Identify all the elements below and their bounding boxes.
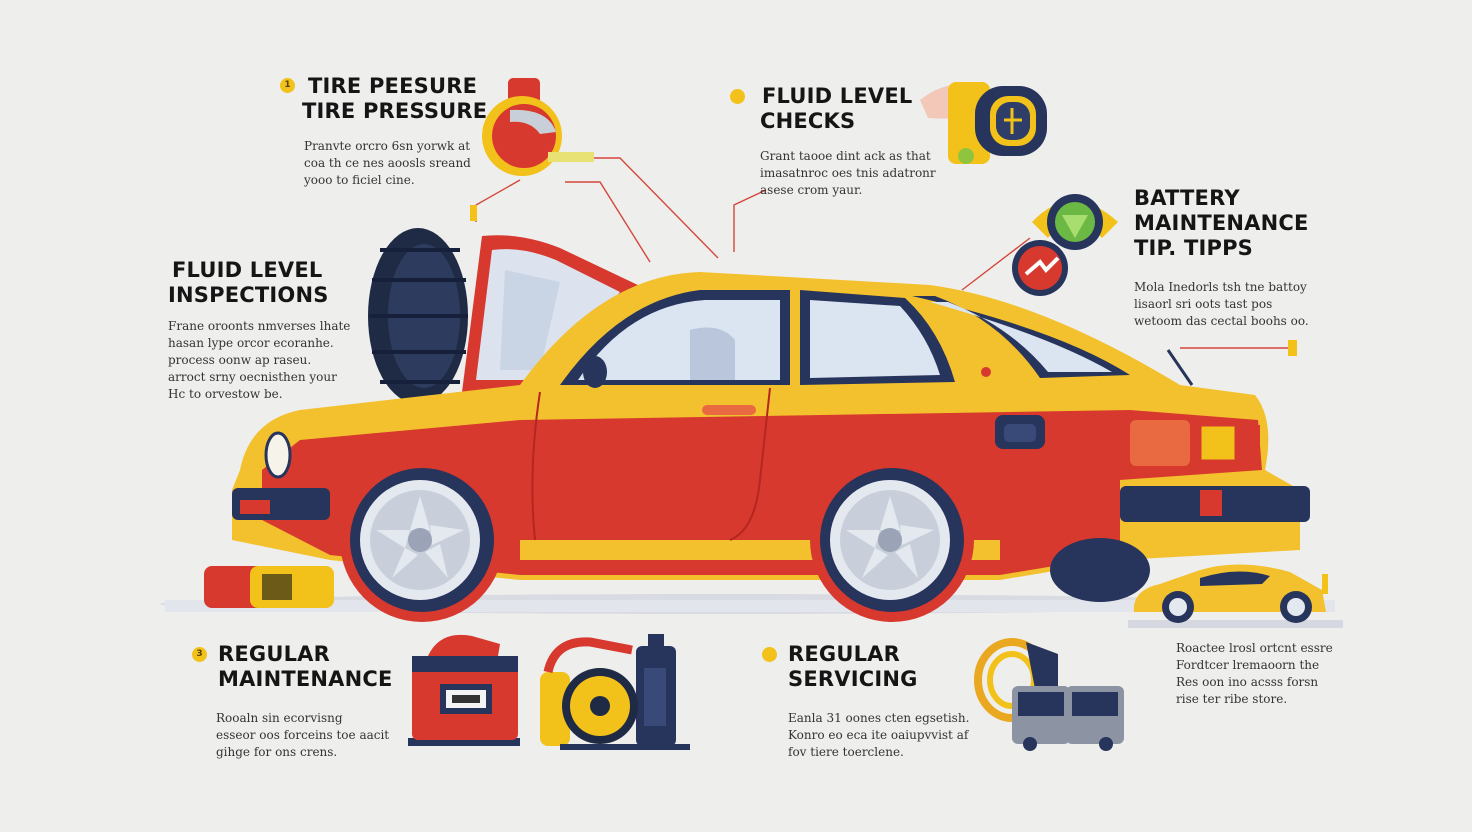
section-title: TIRE PEESURE	[308, 74, 478, 98]
connector-tip	[470, 205, 477, 221]
far-wheel	[1050, 538, 1150, 602]
fluid-can-icon	[204, 566, 334, 608]
section-bullet	[762, 647, 777, 662]
section-body: Eanla 31 oones cten egsetish. Konro eo e…	[788, 711, 970, 759]
section-title: TIRE PRESSURE	[302, 99, 488, 123]
section-body: Frane oroonts nmverses lhate hasan lype …	[168, 319, 351, 401]
spare-tire-icon	[368, 228, 468, 404]
regular-maintenance-section: 3 REGULAR MAINTENANCE Rooaln sin ecorvis…	[192, 642, 393, 761]
section-body: Pranvte orcro 6sn yorwk at coa th ce nes…	[304, 139, 471, 187]
section-body: Rooaln sin ecorvisng esseor oos forceins…	[216, 711, 390, 759]
rear-wheel	[810, 458, 974, 622]
section-bullet	[730, 89, 745, 104]
front-wheel	[340, 458, 504, 622]
cable-icon	[974, 638, 1058, 722]
fluid-dipstick-icon	[920, 82, 1047, 164]
section-body: Grant taooe dint ack as that imasatnroc …	[760, 149, 936, 197]
section-title: FLUID LEVEL	[172, 258, 323, 282]
section-title: MAINTENANCE	[1134, 211, 1309, 235]
section-title: FLUID LEVEL	[762, 84, 913, 108]
connector-tip	[1288, 340, 1297, 356]
section-title: INSPECTIONS	[168, 283, 329, 307]
open-hood	[462, 235, 640, 392]
battery-maintenance-section: BATTERY MAINTENANCE TIP. TIPPS Mola Ined…	[1134, 186, 1309, 330]
section-title: REGULAR	[218, 642, 331, 666]
section-body: Roactee lrosl ortcnt essre Fordtcer lrem…	[1176, 641, 1333, 706]
section-title: BATTERY	[1134, 186, 1240, 210]
section-title: SERVICING	[788, 667, 918, 691]
right-bottom-note: Roactee lrosl ortcnt essre Fordtcer lrem…	[1176, 640, 1333, 708]
tire-pressure-section: 1 TIRE PEESURE TIRE PRESSURE Pranvte orc…	[280, 74, 488, 189]
regular-servicing-section: REGULAR SERVICING Eanla 31 oones cten eg…	[762, 642, 969, 761]
section-body: Mola Inedorls tsh tne battoy lisaorl sri…	[1134, 280, 1309, 328]
fluid-level-inspections-section: FLUID LEVEL INSPECTIONS Frane oroonts nm…	[168, 258, 350, 403]
toolbox-icon	[1012, 686, 1124, 751]
fluid-level-checks-section: FLUID LEVEL CHECKS Grant taooe dint ack …	[730, 84, 936, 199]
section-title: MAINTENANCE	[218, 667, 393, 691]
section-title: CHECKS	[760, 109, 856, 133]
section-bullet: 3	[192, 647, 207, 662]
tire-gauge-icon	[482, 78, 594, 176]
car-battery-icon	[408, 634, 520, 746]
section-title: REGULAR	[788, 642, 901, 666]
small-car-icon	[1128, 564, 1343, 628]
car-body	[232, 272, 1310, 580]
section-bullet: 1	[280, 78, 295, 93]
section-title: TIP. TIPPS	[1134, 236, 1254, 260]
battery-gauge-icon	[1012, 194, 1118, 296]
fluid-bottle-icon	[540, 634, 690, 750]
